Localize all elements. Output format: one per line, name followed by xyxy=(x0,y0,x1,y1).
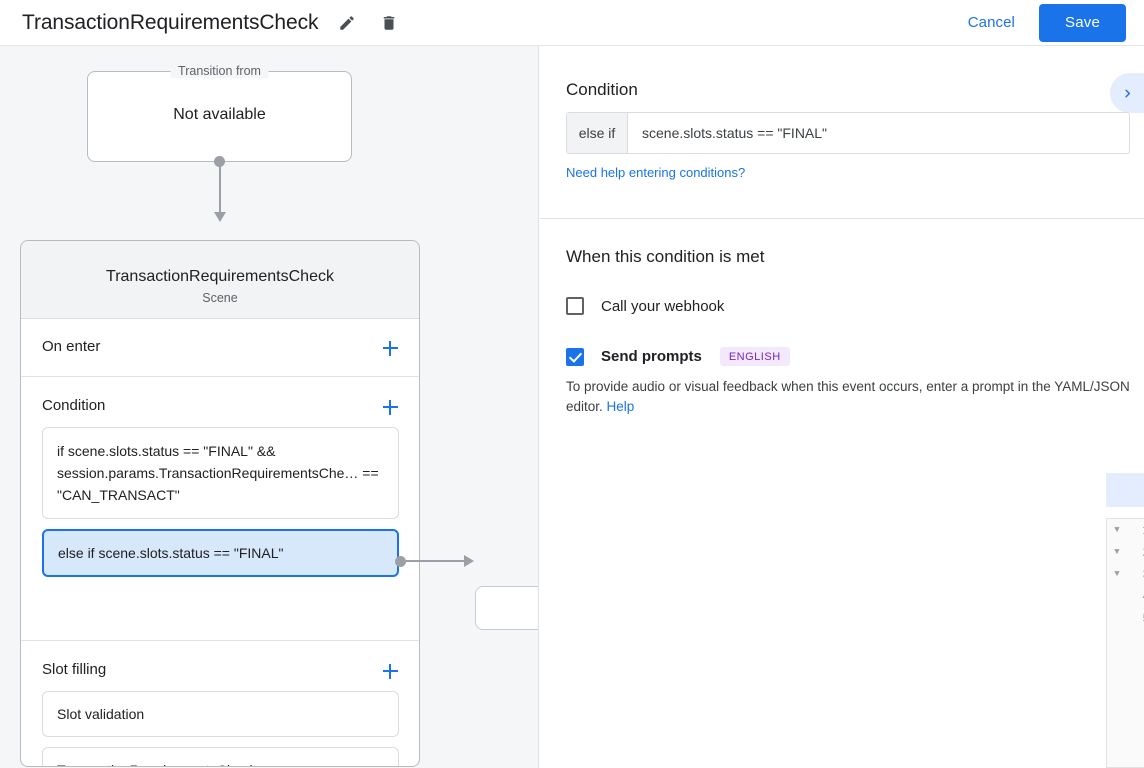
add-condition-button[interactable] xyxy=(377,394,403,420)
condition-prefix-label: else if xyxy=(567,113,628,153)
section-condition: Condition if scene.slots.status == "FINA… xyxy=(21,377,419,641)
chevron-right-icon[interactable] xyxy=(1110,73,1144,113)
editor-line-number: 3 xyxy=(1142,567,1144,582)
scene-type-label: Scene xyxy=(202,291,238,305)
editor-line-number: 2 xyxy=(1142,545,1144,560)
connector-arrow-down xyxy=(214,212,226,222)
condition-expression-input[interactable]: scene.slots.status == "FINAL" xyxy=(642,125,828,141)
connector-dot-top xyxy=(214,156,225,167)
send-prompts-label: Send prompts xyxy=(601,348,702,365)
editor-gutter-line: ▼2 xyxy=(1107,541,1144,563)
slot-filling-item[interactable]: Slot validation xyxy=(42,691,399,737)
call-webhook-label: Call your webhook xyxy=(601,297,725,315)
condition-heading: Condition xyxy=(566,80,638,99)
scene-header: TransactionRequirementsCheck Scene xyxy=(21,241,419,319)
connector-line-vertical xyxy=(219,162,221,214)
call-webhook-row[interactable]: Call your webhook xyxy=(566,297,724,315)
condition-item-selected[interactable]: else if scene.slots.status == "FINAL" xyxy=(42,529,399,577)
editor-line-number: 4 xyxy=(1142,589,1144,604)
scene-name: TransactionRequirementsCheck xyxy=(106,268,334,285)
page-title: TransactionRequirementsCheck xyxy=(22,10,319,34)
add-slot-filling-button[interactable] xyxy=(377,658,403,684)
fold-toggle-icon[interactable]: ▼ xyxy=(1114,525,1120,535)
detail-panel: Condition else if scene.slots.status == … xyxy=(540,46,1144,768)
condition-item[interactable]: if scene.slots.status == "FINAL" && sess… xyxy=(42,427,399,519)
editor-gutter[interactable]: ▼1▼2▼345 xyxy=(1107,519,1144,767)
transition-from-value: Not available xyxy=(173,106,266,123)
trash-icon[interactable] xyxy=(376,10,402,36)
transition-from-legend: Transition from xyxy=(170,64,269,78)
editor-gutter-line: ▼1 xyxy=(1107,519,1144,541)
add-on-enter-button[interactable] xyxy=(377,335,403,361)
pencil-icon[interactable] xyxy=(334,10,360,36)
prompts-help-link[interactable]: Help xyxy=(606,399,635,414)
pencil-icon-glyph xyxy=(340,15,355,30)
panel-divider xyxy=(540,218,1144,219)
send-prompts-row[interactable]: Send prompts ENGLISH xyxy=(566,347,790,366)
transition-to-card[interactable]: Transition to TransactionRequirementsChe… xyxy=(20,240,420,767)
editor-format-tabs: YAML JSON xyxy=(1106,473,1144,507)
section-on-enter-title: On enter xyxy=(42,338,101,355)
flow-canvas[interactable]: Transition from Not available Transition… xyxy=(0,46,539,768)
prompt-code-editor[interactable]: ▼1▼2▼345 candidates: - first_simple: var… xyxy=(1106,518,1144,768)
fold-toggle-icon[interactable]: ▼ xyxy=(1114,547,1120,557)
editor-line-number: 5 xyxy=(1142,611,1144,626)
section-slot-filling: Slot filling Slot validation Transaction… xyxy=(21,641,419,766)
fold-toggle-icon[interactable]: ▼ xyxy=(1114,569,1120,579)
cancel-button[interactable]: Cancel xyxy=(958,6,1025,39)
condition-help-link[interactable]: Need help entering conditions? xyxy=(566,165,746,180)
condition-input-row[interactable]: else if scene.slots.status == "FINAL" xyxy=(566,112,1130,154)
editor-gutter-line: 4 xyxy=(1107,585,1144,607)
save-button[interactable]: Save xyxy=(1039,3,1126,42)
section-on-enter: On enter xyxy=(21,319,419,377)
editor-line-number: 1 xyxy=(1142,523,1144,538)
tab-yaml[interactable]: YAML xyxy=(1106,473,1144,507)
condition-met-heading: When this condition is met xyxy=(566,247,765,266)
language-badge: ENGLISH xyxy=(719,347,790,366)
section-condition-title: Condition xyxy=(42,397,106,414)
chevron-right-icon-glyph xyxy=(1124,89,1130,97)
trash-icon-glyph xyxy=(384,15,395,30)
transition-from-card[interactable]: Transition from Not available xyxy=(87,64,352,162)
main-area: Transition from Not available Transition… xyxy=(0,46,1144,768)
editor-gutter-line: 5 xyxy=(1107,607,1144,629)
connector-line-horizontal xyxy=(400,560,470,562)
slot-filling-item[interactable]: TransactionRequirementsCheck xyxy=(42,747,399,766)
section-slot-filling-title: Slot filling xyxy=(42,661,107,678)
app-header: TransactionRequirementsCheck Cancel Save xyxy=(0,0,1144,46)
send-prompts-checkbox[interactable] xyxy=(566,347,584,366)
call-webhook-checkbox[interactable] xyxy=(566,297,584,315)
send-prompts-description: To provide audio or visual feedback when… xyxy=(566,377,1132,417)
connector-arrow-right xyxy=(464,555,474,567)
target-node-card[interactable] xyxy=(475,586,538,630)
send-prompts-description-text: To provide audio or visual feedback when… xyxy=(566,379,1130,414)
editor-gutter-line: ▼3 xyxy=(1107,563,1144,585)
